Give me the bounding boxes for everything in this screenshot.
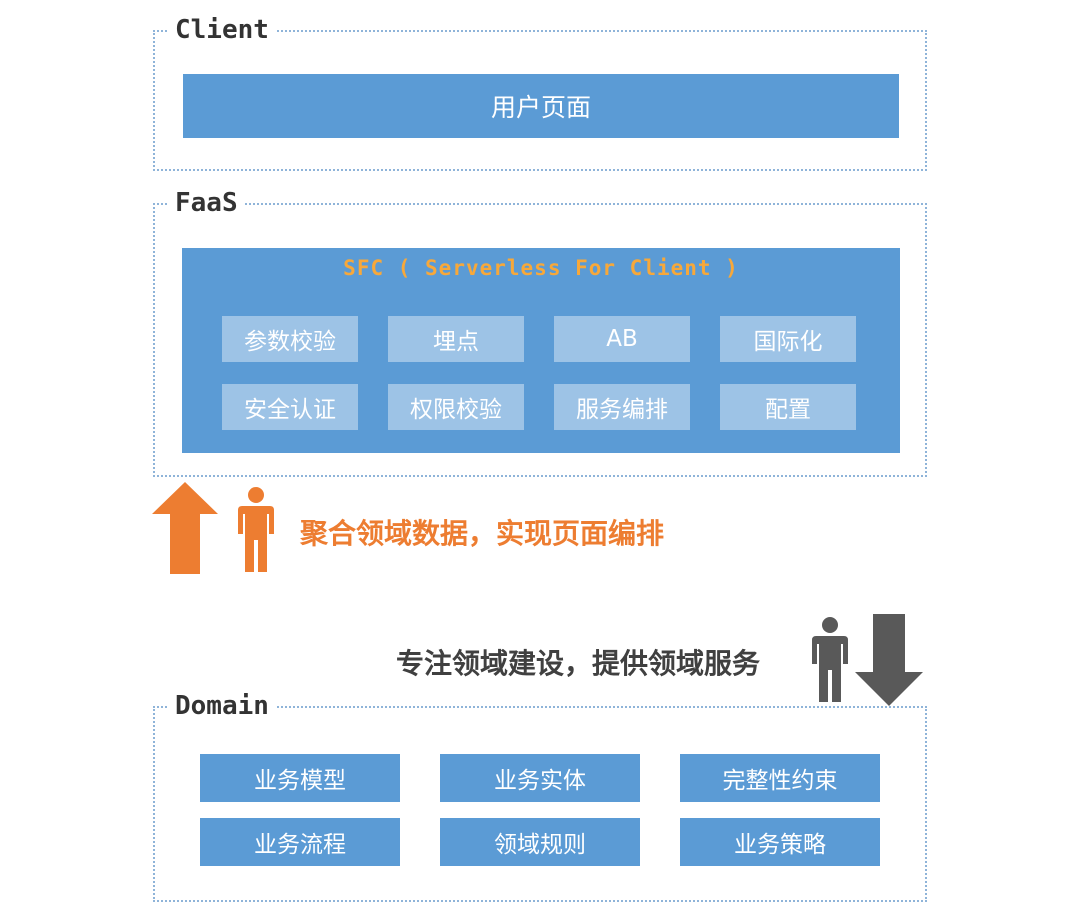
sfc-cell-permission-check: 权限校验 [388, 384, 524, 430]
sfc-cell-config: 配置 [720, 384, 856, 430]
person-icon-gray [812, 617, 848, 702]
domain-cell-domain-rules: 领域规则 [440, 818, 640, 866]
faas-layer-title: FaaS [169, 188, 244, 218]
sfc-cell-orchestration: 服务编排 [554, 384, 690, 430]
person-icon-orange [238, 487, 274, 572]
domain-cell-business-model: 业务模型 [200, 754, 400, 802]
domain-focus-caption: 专注领域建设，提供领域服务 [396, 647, 761, 680]
domain-cell-business-process: 业务流程 [200, 818, 400, 866]
domain-cell-integrity-constraint: 完整性约束 [680, 754, 880, 802]
domain-cell-business-entity: 业务实体 [440, 754, 640, 802]
domain-layer-title: Domain [169, 691, 275, 721]
domain-layer: Domain 业务模型 业务实体 完整性约束 业务流程 领域规则 业务策略 [153, 691, 927, 902]
aggregate-caption: 聚合领域数据，实现页面编排 [300, 517, 665, 550]
up-arrow-icon [152, 482, 218, 574]
sfc-cell-tracking: 埋点 [388, 316, 524, 362]
sfc-cell-i18n: 国际化 [720, 316, 856, 362]
sfc-cell-ab: AB [554, 316, 690, 362]
faas-layer: FaaS SFC ( Serverless For Client ) 参数校验 … [153, 188, 927, 477]
down-arrow-icon [855, 614, 923, 706]
domain-cell-business-strategy: 业务策略 [680, 818, 880, 866]
sfc-title: SFC ( Serverless For Client ) [343, 256, 739, 280]
client-layer: Client 用户页面 [153, 15, 927, 171]
sfc-cell-security-auth: 安全认证 [222, 384, 358, 430]
sfc-box: SFC ( Serverless For Client ) 参数校验 埋点 AB… [182, 248, 900, 453]
sfc-cell-param-validation: 参数校验 [222, 316, 358, 362]
user-page-box: 用户页面 [183, 74, 899, 138]
client-layer-title: Client [169, 15, 275, 45]
